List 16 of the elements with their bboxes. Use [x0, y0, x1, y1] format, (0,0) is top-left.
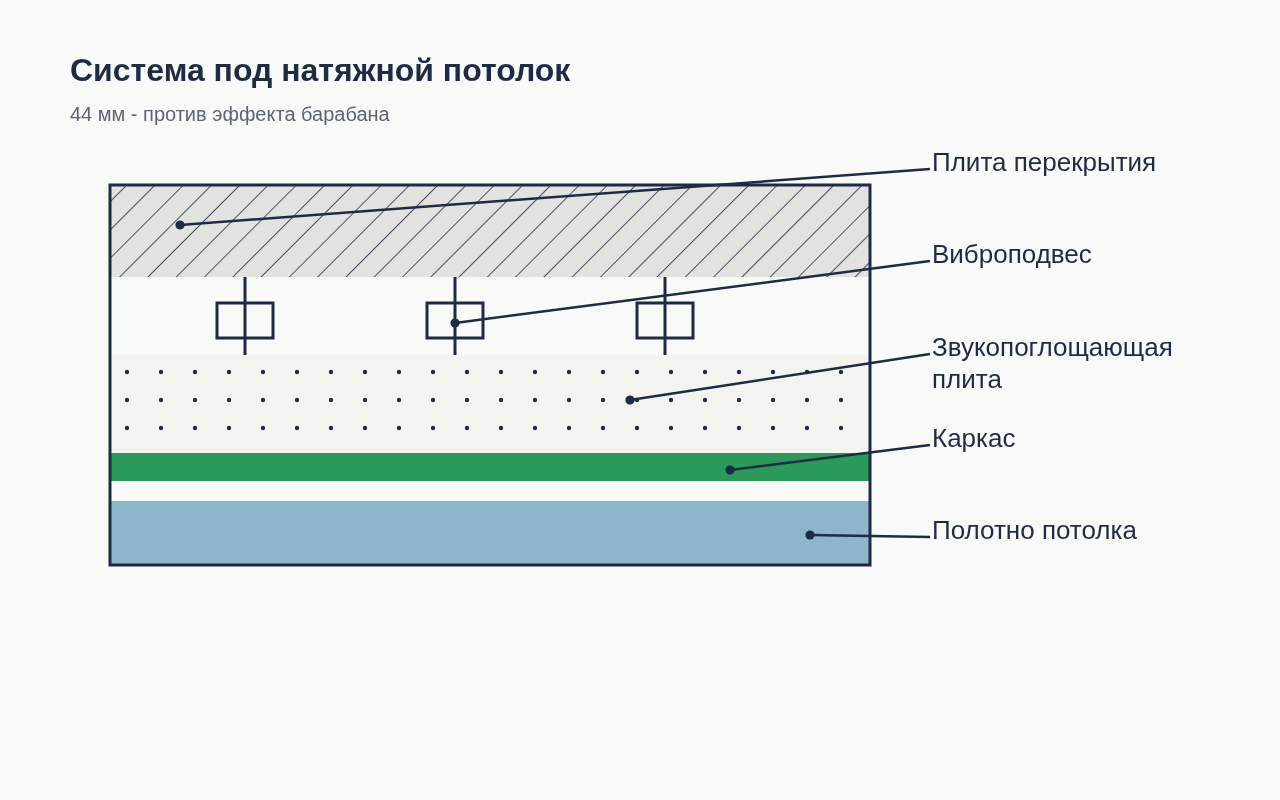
concrete-slab: [110, 185, 870, 277]
ceiling-membrane: [110, 501, 870, 565]
title: Система под натяжной потолок: [70, 51, 571, 89]
callout-label: Виброподвес: [932, 238, 1092, 270]
leader-line: [725, 443, 931, 475]
leader-line: [175, 167, 931, 230]
callout-label: Звукопоглощающая плита: [932, 331, 1232, 395]
subtitle: 44 мм - против эффекта барабана: [70, 102, 390, 126]
leader-line: [450, 259, 931, 328]
callout-label: Полотно потолка: [932, 514, 1137, 546]
hanger-symbol: [425, 277, 485, 355]
leader-line: [625, 352, 931, 405]
callout-label: Каркас: [932, 422, 1016, 454]
frame-profile: [110, 453, 870, 481]
leader-line: [805, 530, 931, 540]
callout-label: Плита перекрытия: [932, 146, 1157, 178]
